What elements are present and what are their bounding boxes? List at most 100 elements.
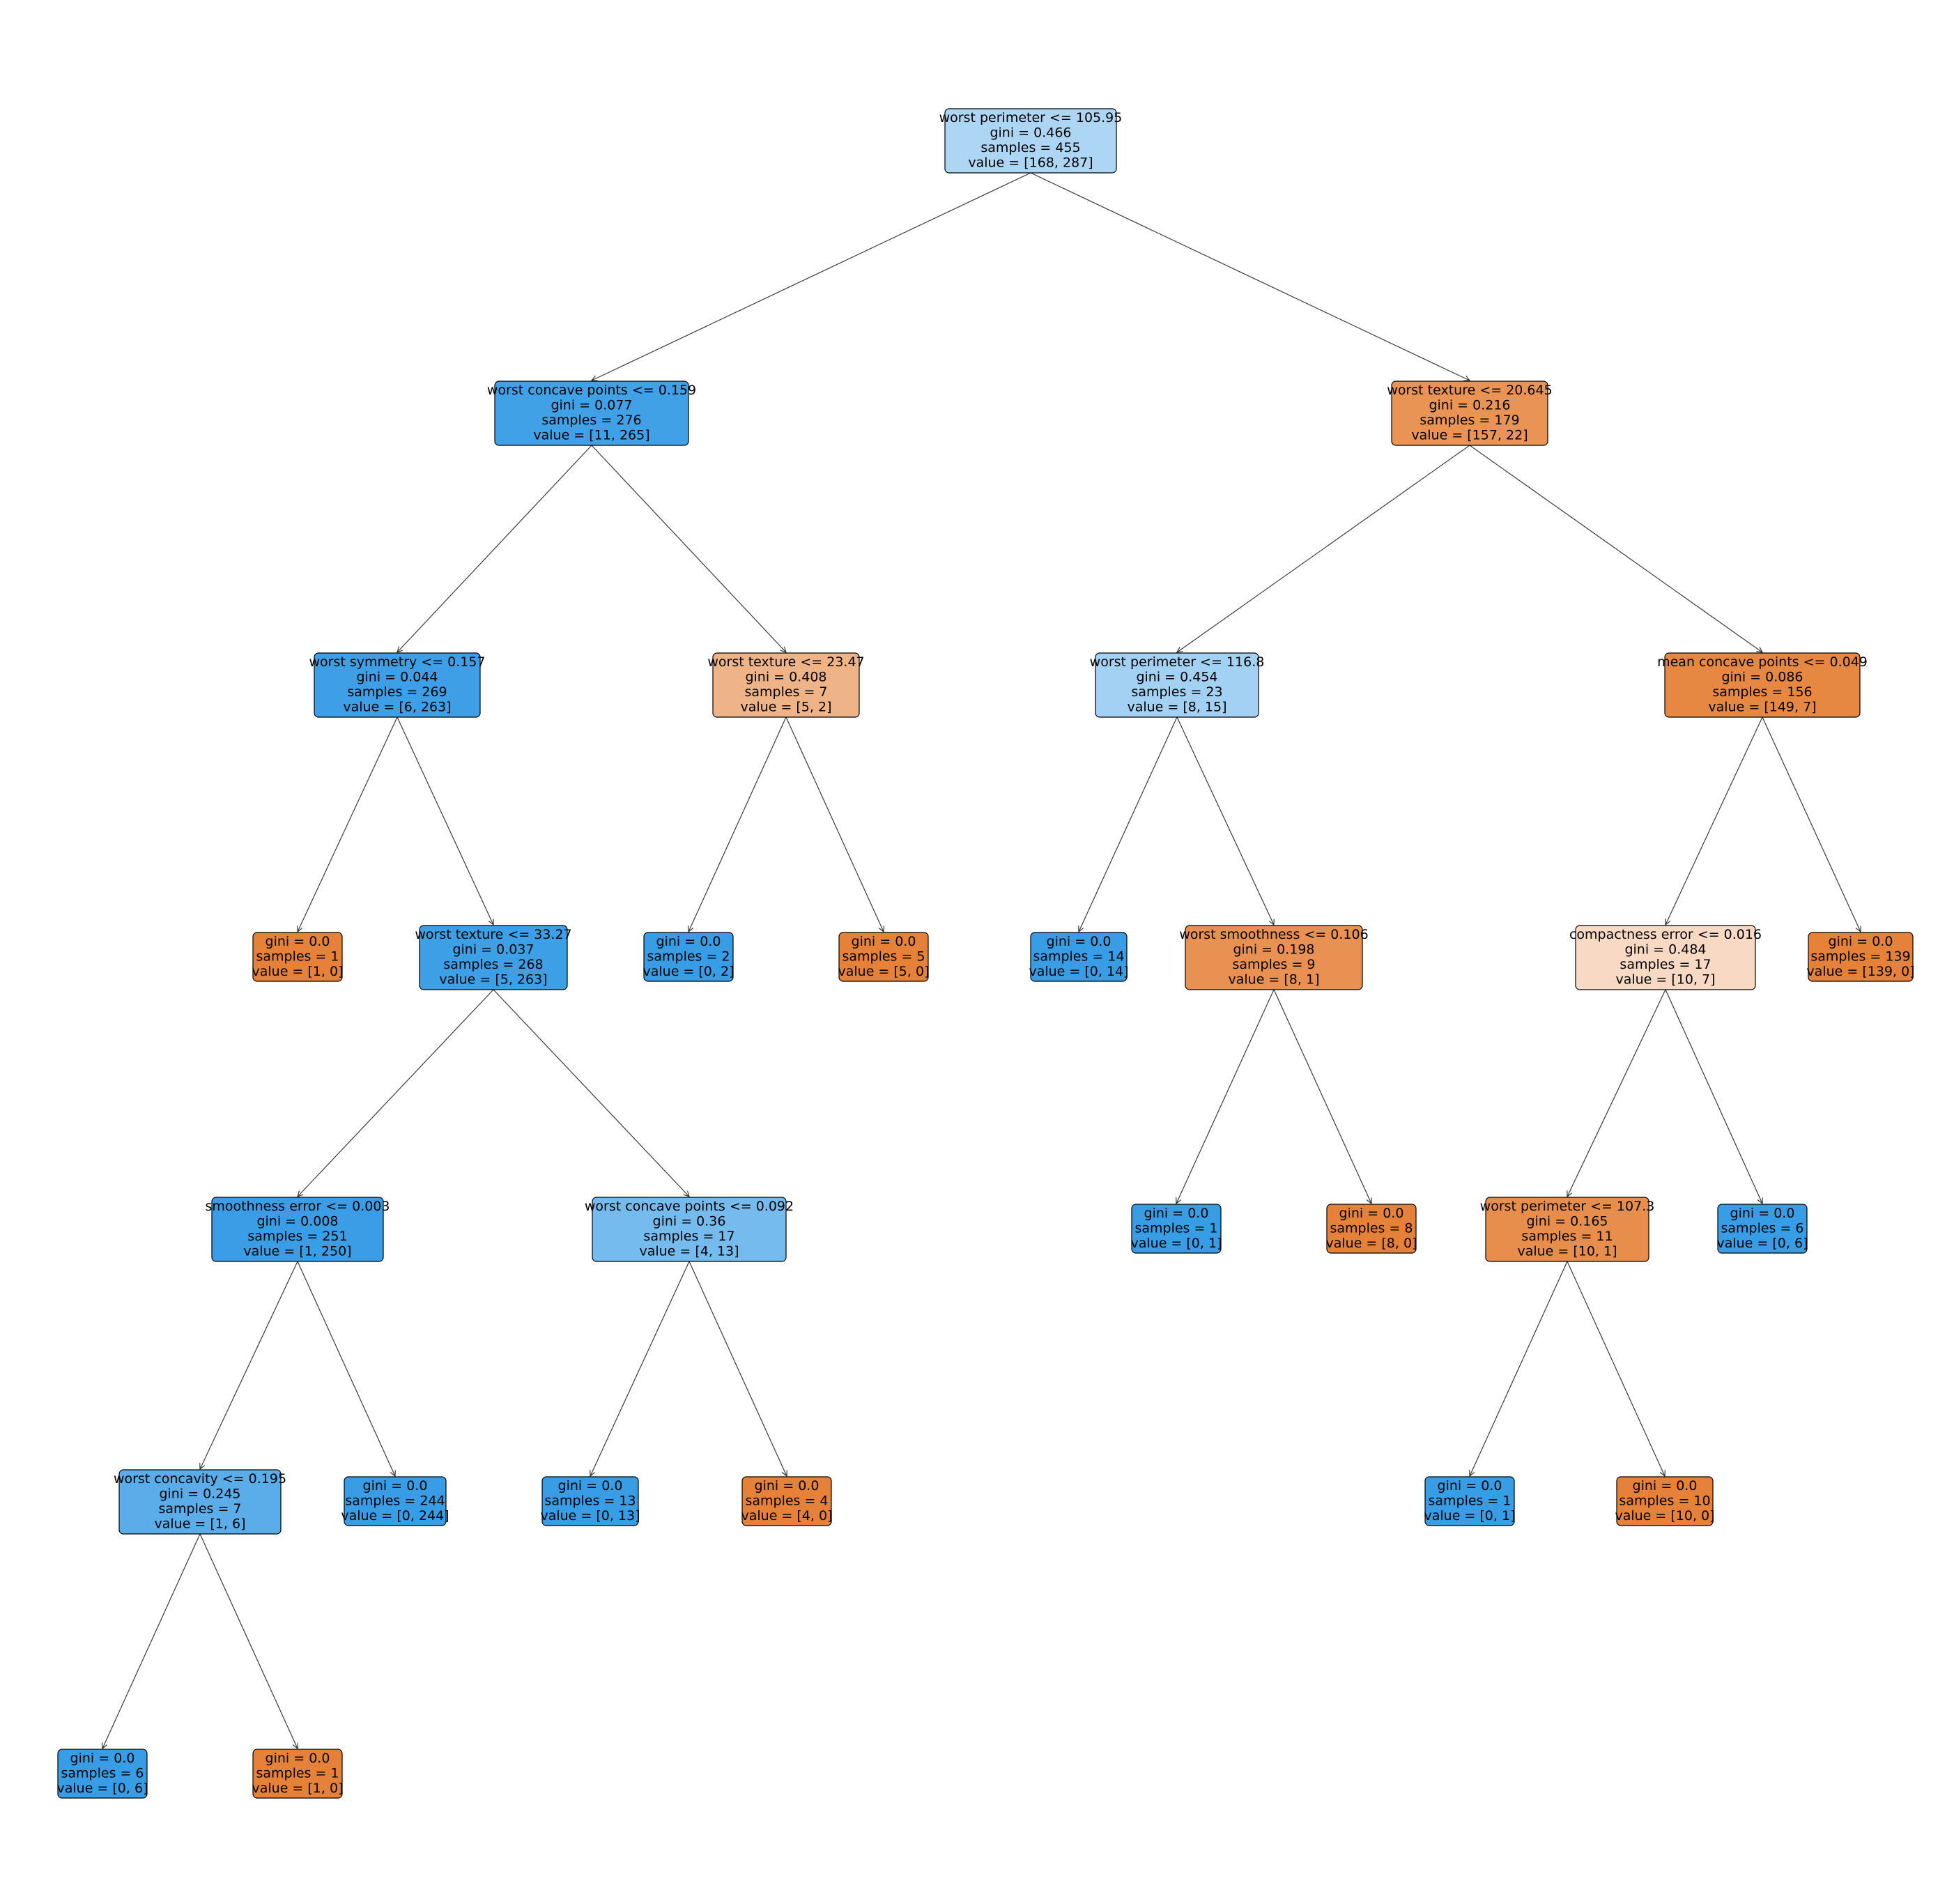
node-box <box>344 1476 447 1526</box>
node-box <box>211 1197 384 1262</box>
edge-n5-n6 <box>200 1261 298 1469</box>
node-text-line: gini = 0.044 <box>356 670 438 685</box>
node-text-line: value = [0, 2] <box>643 964 734 979</box>
node-text-line: gini = 0.0 <box>852 934 916 949</box>
node-text-line: value = [1, 6] <box>155 1517 246 1532</box>
node-box <box>1616 1476 1714 1526</box>
node-text-line: samples = 269 <box>347 684 447 700</box>
node-text-line: gini = 0.0 <box>363 1478 428 1494</box>
edge-n6-n7 <box>102 1533 201 1749</box>
edge-n19-n20 <box>1176 989 1275 1204</box>
node-text-line: gini = 0.077 <box>551 398 632 413</box>
node-text-line: value = [0, 1] <box>1131 1236 1222 1251</box>
edge-n17-n19 <box>1176 716 1274 925</box>
node-text-line: gini = 0.0 <box>1633 1478 1698 1494</box>
node-box <box>1326 1204 1417 1254</box>
node-box <box>1717 1204 1808 1254</box>
node-text-line: value = [4, 0] <box>741 1508 833 1523</box>
node-text-line: worst smoothness <= 0.106 <box>1179 927 1368 942</box>
edge-n2-n3 <box>298 716 398 932</box>
node-box <box>252 1749 343 1799</box>
node-text-line: samples = 276 <box>541 413 641 428</box>
node-text-line: samples = 23 <box>1131 684 1222 700</box>
node-text-line: samples = 9 <box>1232 957 1315 972</box>
node-text-line: value = [8, 0] <box>1326 1236 1417 1251</box>
node-box <box>314 652 481 718</box>
node-box <box>494 381 689 446</box>
node-text-line: gini = 0.165 <box>1526 1214 1608 1229</box>
node-text-line: mean concave points <= 0.049 <box>1657 654 1868 670</box>
node-text-line: value = [4, 13] <box>639 1244 739 1259</box>
node-text-line: worst symmetry <= 0.157 <box>309 654 485 670</box>
node-text-line: value = [0, 6] <box>1717 1236 1808 1251</box>
node-text-line: gini = 0.0 <box>656 934 721 949</box>
node-box <box>1485 1197 1649 1262</box>
node-text-line: value = [10, 1] <box>1517 1244 1617 1259</box>
node-text-line: gini = 0.36 <box>653 1214 726 1229</box>
edge-n6-n8 <box>199 1533 298 1749</box>
node-text-line: gini = 0.0 <box>1144 1206 1209 1221</box>
node-box <box>592 1197 787 1262</box>
node-box <box>1424 1476 1515 1526</box>
edge-n5-n9 <box>297 1261 395 1476</box>
node-text-line: value = [1, 0] <box>252 1781 344 1796</box>
edge-n4-n5 <box>298 989 494 1197</box>
node-text-line: worst concavity <= 0.195 <box>114 1471 286 1487</box>
node-text-line: gini = 0.466 <box>990 125 1071 141</box>
edge-n0-n16 <box>1030 172 1470 381</box>
edge-n4-n10 <box>493 989 689 1197</box>
edge-n22-n23 <box>1665 716 1763 925</box>
edge-n10-n12 <box>688 1261 787 1476</box>
node-box <box>838 932 929 982</box>
node-text-line: gini = 0.0 <box>558 1478 623 1494</box>
node-text-line: gini = 0.216 <box>1429 398 1510 413</box>
node-box <box>712 652 860 718</box>
edge-n13-n15 <box>785 716 884 932</box>
node-box <box>1185 925 1363 990</box>
node-text-line: gini = 0.0 <box>1339 1206 1404 1221</box>
edge-n24-n26 <box>1567 1261 1665 1476</box>
node-box <box>57 1749 148 1799</box>
node-box <box>419 925 568 990</box>
node-text-line: value = [157, 22] <box>1411 428 1528 443</box>
node-text-line: value = [0, 13] <box>540 1508 640 1523</box>
node-text-line: value = [0, 14] <box>1029 964 1128 979</box>
node-text-line: gini = 0.484 <box>1624 942 1706 958</box>
node-text-line: gini = 0.454 <box>1136 670 1217 685</box>
node-text-line: gini = 0.245 <box>159 1487 240 1502</box>
edge-n24-n25 <box>1470 1261 1568 1476</box>
node-text-line: samples = 5 <box>842 949 925 964</box>
edge-n13-n14 <box>688 716 787 932</box>
node-text-line: value = [8, 1] <box>1229 972 1320 988</box>
node-text-line: value = [1, 0] <box>252 964 344 979</box>
node-text-line: value = [168, 287] <box>968 155 1093 171</box>
node-text-line: worst perimeter <= 107.3 <box>1480 1199 1655 1214</box>
node-text-line: worst concave points <= 0.159 <box>487 383 696 398</box>
node-text-line: samples = 7 <box>158 1501 241 1517</box>
node-text-line: value = [0, 1] <box>1424 1508 1516 1523</box>
edge-n0-n1 <box>592 172 1031 381</box>
node-text-line: value = [10, 0] <box>1615 1508 1714 1523</box>
node-text-line: smoothness error <= 0.003 <box>205 1199 390 1214</box>
node-text-line: samples = 11 <box>1521 1229 1613 1244</box>
node-box <box>118 1469 282 1535</box>
node-text-line: samples = 17 <box>1620 957 1711 972</box>
node-text-line: gini = 0.086 <box>1721 670 1803 685</box>
node-box <box>1808 932 1914 982</box>
node-text-line: worst texture <= 23.47 <box>707 654 864 670</box>
node-text-line: samples = 6 <box>1721 1220 1803 1236</box>
node-text-line: gini = 0.0 <box>1730 1206 1795 1221</box>
node-text-line: worst concave points <= 0.092 <box>585 1199 794 1214</box>
